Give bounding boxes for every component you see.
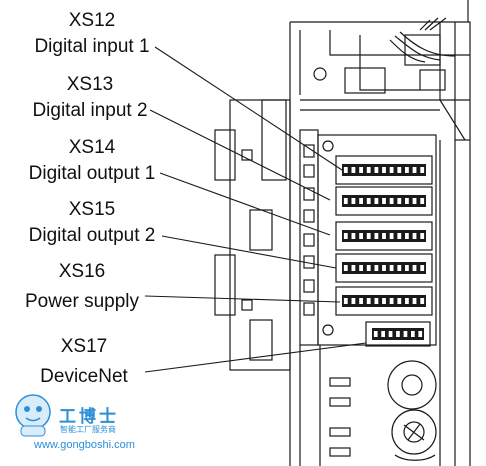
pin-hole bbox=[396, 331, 400, 337]
pin-hole bbox=[420, 265, 425, 271]
label-code: XS13 bbox=[66, 74, 114, 95]
watermark-url: www.gongboshi.com bbox=[34, 439, 135, 451]
pin-hole bbox=[412, 198, 417, 204]
pin-hole bbox=[397, 233, 402, 239]
pin-hole bbox=[397, 167, 402, 173]
pin-hole bbox=[389, 167, 394, 173]
pin-hole bbox=[351, 233, 356, 239]
pin-hole bbox=[403, 331, 408, 337]
label-code: XS14 bbox=[68, 137, 116, 158]
leader-line-xs14 bbox=[159, 172, 331, 236]
pin-hole bbox=[412, 298, 417, 304]
pin-hole bbox=[373, 331, 378, 337]
label-code: XS15 bbox=[68, 199, 116, 220]
label-code: XS17 bbox=[60, 336, 108, 357]
pin-hole bbox=[382, 198, 386, 204]
pin-hole bbox=[389, 198, 394, 204]
label-xs17: XS17 DeviceNet bbox=[20, 336, 148, 388]
pin-hole bbox=[343, 233, 348, 239]
pin-hole bbox=[374, 265, 379, 271]
pin-hole bbox=[343, 167, 348, 173]
pin-hole bbox=[366, 298, 371, 304]
pin-hole bbox=[397, 298, 402, 304]
label-xs15: XS15 Digital output 2 bbox=[6, 199, 178, 247]
pin-hole bbox=[366, 198, 371, 204]
label-xs14: XS14 Digital output 1 bbox=[6, 137, 178, 185]
pin-hole bbox=[359, 298, 363, 304]
label-desc: DeviceNet bbox=[40, 366, 128, 387]
pin-hole bbox=[420, 167, 425, 173]
pin-hole bbox=[343, 298, 348, 304]
pin-hole bbox=[389, 233, 394, 239]
pin-hole bbox=[366, 265, 371, 271]
label-desc: Power supply bbox=[24, 291, 140, 312]
watermark-tagline: 智能工厂服务商 bbox=[60, 425, 116, 434]
pin-hole bbox=[382, 298, 386, 304]
label-xs12: XS12 Digital input 1 bbox=[12, 10, 172, 58]
pin-hole bbox=[351, 298, 356, 304]
leader-line-xs16 bbox=[144, 295, 341, 303]
pin-hole bbox=[420, 298, 425, 304]
pin-hole bbox=[412, 233, 417, 239]
pin-hole bbox=[411, 331, 415, 337]
pin-hole bbox=[388, 331, 393, 337]
label-code: XS16 bbox=[58, 261, 106, 282]
pin-hole bbox=[381, 331, 385, 337]
pin-hole bbox=[351, 265, 356, 271]
pin-hole bbox=[351, 167, 356, 173]
pin-hole bbox=[382, 167, 386, 173]
label-desc: Digital input 1 bbox=[34, 36, 150, 57]
label-code: XS12 bbox=[68, 10, 116, 31]
pin-hole bbox=[374, 198, 379, 204]
pin-hole bbox=[359, 233, 363, 239]
pin-hole bbox=[405, 167, 409, 173]
leader-line-xs17 bbox=[144, 342, 367, 373]
pin-hole bbox=[359, 167, 363, 173]
leader-line-xs15 bbox=[161, 235, 337, 269]
pin-hole bbox=[389, 298, 394, 304]
pin-hole bbox=[389, 265, 394, 271]
label-desc: Digital output 1 bbox=[28, 163, 156, 184]
pin-hole bbox=[405, 198, 409, 204]
pin-hole bbox=[359, 265, 363, 271]
label-desc: Digital input 2 bbox=[32, 100, 148, 121]
pin-hole bbox=[420, 233, 425, 239]
pin-hole bbox=[374, 233, 379, 239]
label-xs13: XS13 Digital input 2 bbox=[8, 74, 172, 122]
pin-hole bbox=[405, 265, 409, 271]
watermark-mascot-icon bbox=[15, 394, 51, 437]
label-xs16: XS16 Power supply bbox=[8, 261, 156, 313]
pin-hole bbox=[374, 167, 379, 173]
pin-hole bbox=[374, 298, 379, 304]
pin-hole bbox=[397, 265, 402, 271]
label-desc: Digital output 2 bbox=[28, 225, 156, 246]
pin-hole bbox=[397, 198, 402, 204]
pin-hole bbox=[343, 198, 348, 204]
pin-hole bbox=[359, 198, 363, 204]
pin-hole bbox=[412, 167, 417, 173]
pin-hole bbox=[405, 233, 409, 239]
pin-hole bbox=[382, 233, 386, 239]
pin-hole bbox=[412, 265, 417, 271]
pin-hole bbox=[343, 265, 348, 271]
pin-hole bbox=[366, 233, 371, 239]
pin-hole bbox=[420, 198, 425, 204]
pin-hole bbox=[382, 265, 386, 271]
pin-hole bbox=[351, 198, 356, 204]
pin-hole bbox=[405, 298, 409, 304]
watermark-brand: 工博士 bbox=[59, 407, 119, 427]
leader-line-xs13 bbox=[149, 109, 331, 201]
pin-hole bbox=[418, 331, 423, 337]
leader-line-xs12 bbox=[154, 46, 343, 171]
pin-hole bbox=[366, 167, 371, 173]
